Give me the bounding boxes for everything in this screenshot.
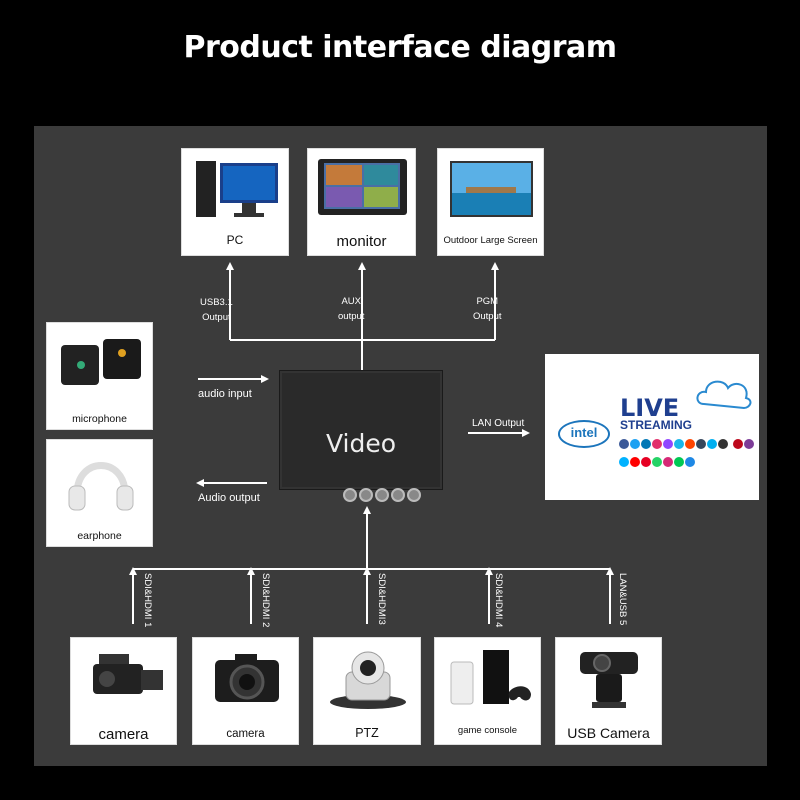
link-label-input-5: LAN&USB 5 [617,573,628,626]
input-label-game-console: game console [457,725,518,736]
audio-output-label: Audio output [198,492,260,504]
streaming-logo-text: STREAMING [620,418,692,432]
input-card-camcorder: camera [70,637,177,745]
webcam-icon [580,652,638,708]
link-label-input-4: SDI&HDMI 4 [493,573,504,628]
link-label-input-2: SDI&HDMI 2 [260,573,271,628]
microphone-icon [61,339,141,385]
output-label-large-screen: Outdoor Large Screen [443,235,538,246]
device-name: Video [325,429,397,458]
live-logo-text: LIVE [620,394,680,422]
page-title: Product interface diagram [183,30,617,65]
device-label-earphone: earphone [77,530,122,542]
input-card-game-console: game console [434,637,541,745]
cloud-icon [696,380,752,410]
output-card-large-screen: Outdoor Large Screen [437,148,544,256]
link-label-input-3: SDI&HDMI3 [376,573,387,625]
ptz-camera-icon [330,651,406,709]
device-card-earphone: earphone [46,439,153,547]
link-label-input-1: SDI&HDMI 1 [142,573,153,628]
dslr-camera-icon [215,654,279,702]
output-card-monitor: monitor [307,148,416,256]
input-label-ptz: PTZ [355,726,379,740]
input-card-ptz: PTZ [313,637,421,745]
audio-input-label: audio input [198,388,252,400]
device-label-microphone: microphone [72,413,127,425]
video-switcher-device: Video [279,370,443,490]
intel-logo: intel [558,420,610,448]
output-card-pc: PC [181,148,289,256]
lan-output-label: LAN Output [472,418,525,429]
input-card-usb-camera: USB Camera [555,637,662,745]
monitor-icon [318,159,407,215]
device-ports [343,488,423,507]
social-icons [619,437,759,473]
input-label-usb-camera: USB Camera [567,725,650,741]
input-card-dslr: camera [192,637,299,745]
output-label-monitor: monitor [336,233,387,250]
pc-icon [196,161,278,217]
large-screen-icon [450,161,533,217]
camcorder-icon [93,654,163,694]
device-card-microphone: microphone [46,322,153,430]
input-label-camcorder: camera [98,726,149,743]
earphone-icon [68,462,134,511]
game-console-icon [450,650,531,705]
input-label-dslr: camera [226,728,265,740]
output-label-pc: PC [226,233,244,247]
